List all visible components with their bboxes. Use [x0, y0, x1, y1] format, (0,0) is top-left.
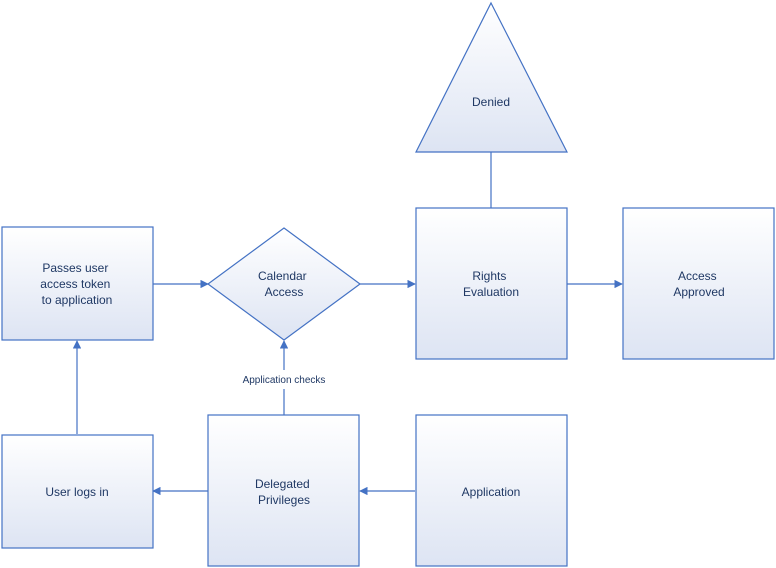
access-approved-box: [622, 207, 775, 360]
application-box: [415, 414, 568, 567]
user-logs-in-label-line: User logs in: [45, 485, 108, 499]
rights-evaluation-label-line: Rights: [472, 269, 506, 283]
passes-token-box: [1, 226, 154, 341]
delegated-privileges-box: [207, 414, 360, 567]
application-label-line: Application: [462, 485, 521, 499]
passes-token-label-line: to application: [42, 293, 113, 307]
delegated-privileges-label-line: Privileges: [258, 493, 310, 507]
user-logs-in-label: User logs in: [45, 485, 108, 499]
delegated-privileges-label-line: Delegated: [255, 477, 310, 491]
passes-token-label: Passes user access token to application: [40, 261, 113, 307]
calendar-access-label: Calendar Access: [258, 269, 310, 299]
rights-evaluation-box: [415, 207, 568, 360]
delegated-privileges-label: Delegated Privileges: [255, 477, 313, 507]
user-logs-in-box: [1, 434, 154, 549]
passes-token-label-line: access token: [40, 277, 110, 291]
access-approved-label-line: Access: [678, 269, 717, 283]
application-checks-edge-label: Application checks: [243, 375, 326, 386]
calendar-access-diamond: [206, 227, 362, 341]
rights-evaluation-label: Rights Evaluation: [463, 269, 519, 299]
denied-label: Denied: [472, 95, 510, 109]
access-approved-label-line: Approved: [673, 285, 724, 299]
rights-evaluation-label-line: Evaluation: [463, 285, 519, 299]
denied-triangle: [415, 1, 568, 153]
calendar-access-label-line: Calendar: [258, 269, 307, 283]
denied-label-line: Denied: [472, 95, 510, 109]
access-approved-label: Access Approved: [673, 269, 724, 299]
calendar-access-label-line: Access: [265, 285, 304, 299]
passes-token-label-line: Passes user: [42, 261, 108, 275]
application-label: Application: [462, 485, 521, 499]
